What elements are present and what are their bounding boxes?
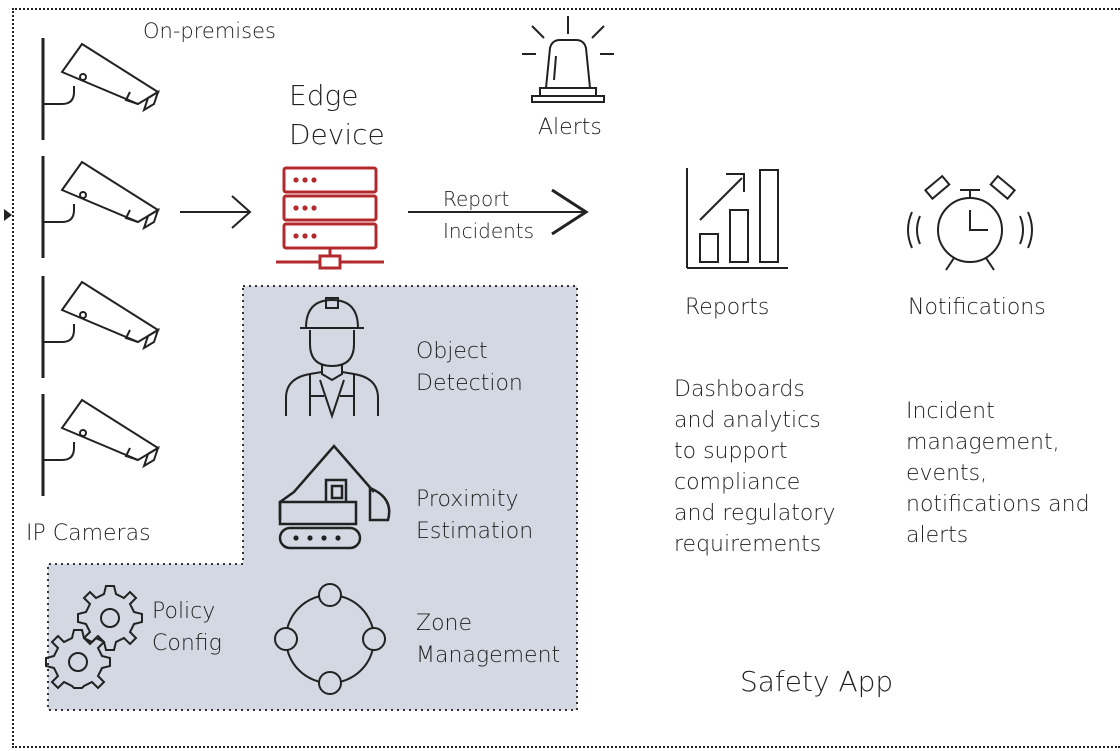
notifications-description-line: notifications and — [906, 492, 1090, 517]
report-incidents-arrow — [408, 188, 589, 236]
camera-to-edge-arrow — [180, 195, 252, 229]
reports-description-line: compliance — [674, 470, 801, 495]
zone-management-label-line2: Management — [416, 643, 561, 668]
notifications-description-line: alerts — [906, 523, 969, 548]
reports-description: Dashboards and analytics to support comp… — [674, 374, 835, 560]
zone-management-label-line1: Zone — [416, 611, 473, 636]
notifications-description-line: events, — [906, 461, 988, 486]
alerts-label: Alerts — [538, 115, 602, 140]
ip-cameras-label: IP Cameras — [26, 521, 151, 546]
reports-description-line: and regulatory — [674, 501, 836, 526]
worker-icon — [285, 297, 379, 420]
zone-circle-icon — [274, 583, 386, 695]
reports-label: Reports — [685, 295, 770, 320]
policy-config-label-line2: Config — [152, 631, 222, 656]
server-icon — [276, 166, 384, 270]
proximity-estimation-label-line1: Proximity — [416, 487, 519, 512]
object-detection-label-line2: Detection — [416, 371, 523, 396]
notifications-description-line: Incident — [906, 399, 995, 424]
boundary-left-arrow — [4, 209, 12, 221]
notifications-label: Notifications — [908, 295, 1046, 320]
bar-chart-icon — [686, 168, 788, 269]
alarm-clock-icon — [907, 174, 1033, 271]
camera-icon — [41, 156, 160, 258]
excavator-icon — [278, 444, 391, 550]
on-premises-label: On-premises — [143, 19, 276, 43]
object-detection-label-line1: Object — [416, 339, 488, 364]
gears-icon — [45, 585, 143, 690]
proximity-estimation-label-line2: Estimation — [416, 519, 534, 544]
reports-description-line: Dashboards — [674, 377, 805, 402]
camera-icon — [41, 276, 160, 378]
policy-config-label-line1: Policy — [152, 599, 216, 624]
reports-description-line: and analytics — [674, 408, 821, 433]
edge-device-label-line1: Edge — [289, 79, 359, 112]
on-premises-boundary — [12, 8, 1120, 748]
report-incidents-label-line1: Report — [443, 187, 510, 211]
report-incidents-label-line2: Incidents — [443, 219, 535, 243]
alarm-beacon-icon — [522, 16, 614, 103]
edge-device-label-line2: Device — [289, 118, 385, 151]
safety-app-label: Safety App — [740, 665, 894, 698]
notifications-description-line: management, — [906, 430, 1060, 455]
reports-description-line: to support — [674, 439, 788, 464]
camera-icon — [41, 394, 160, 496]
reports-description-line: requirements — [674, 532, 822, 557]
camera-icon — [41, 38, 160, 140]
notifications-description: Incident management, events, notificatio… — [906, 396, 1090, 551]
